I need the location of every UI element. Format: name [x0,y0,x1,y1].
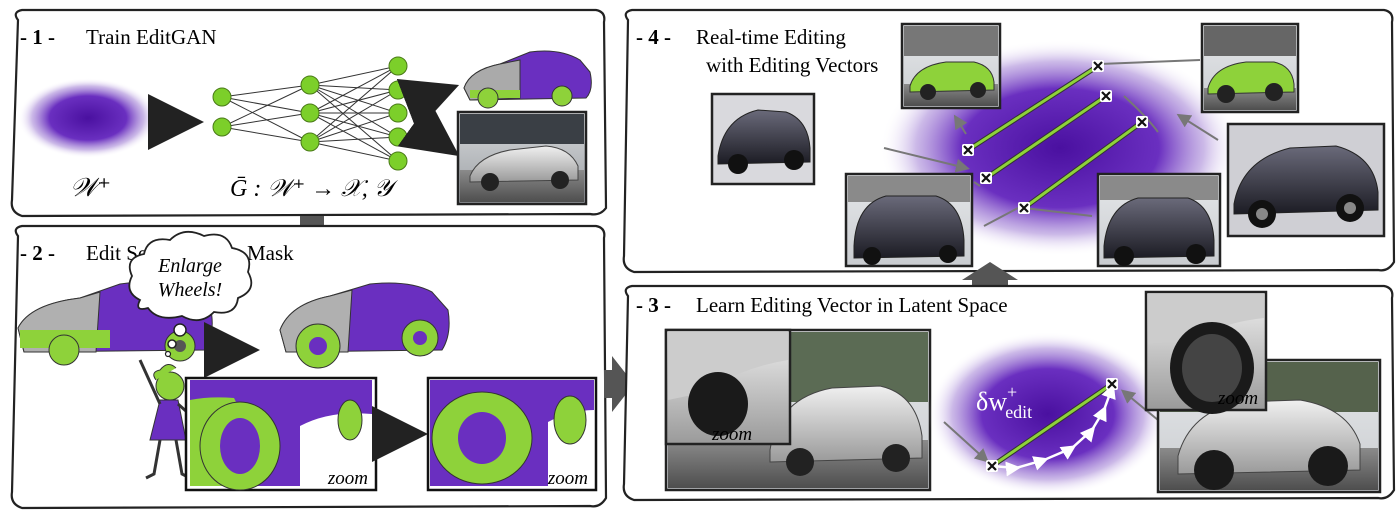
cross-marker-icon [1106,378,1118,390]
cloud-icon [128,230,253,358]
original-dark-suv-photo [844,172,974,268]
delta-w-label: δw+edit [976,382,1032,422]
zoom-original-mask: zoom [184,376,378,492]
network-node [300,75,320,95]
panel-edit-mask: - 2 - Edit Segmentation Mask Enlarge Whe… [10,224,608,510]
generated-car-photo [456,110,588,206]
network-node [300,132,320,152]
edited-silver-car-photo [1156,358,1382,494]
thought-text-line1: Enlarge [157,255,222,277]
panel-4-title-line1: Real-time Editing [696,25,846,49]
latent-space-label: 𝒲⁺ [70,173,111,202]
panel-1-title: Train EditGAN [86,25,216,49]
latent-space-blob [928,332,1168,496]
network-node [388,151,408,171]
cross-marker-icon [1100,90,1112,102]
zoom-label: zoom [327,468,368,489]
zoom-label: zoom [711,424,752,445]
original-dark-car-photo [710,92,816,186]
arrow-icon [397,100,460,157]
panel-realtime-editing: - 4 - Real-time Editing with Editing Vec… [622,8,1396,274]
cross-marker-icon [962,144,974,156]
panel-1-number: - 1 - [20,25,55,49]
zoom-label: zoom [1217,388,1258,409]
thought-text-line2: Wheels! [158,279,222,301]
network-node [212,117,232,137]
zoom-inset-original: zoom [664,328,792,446]
network-node [300,103,320,123]
zoom-edited-mask: zoom [426,376,598,492]
person-icon [138,359,197,480]
network-node [388,80,408,100]
original-dark-suv-photo [1096,172,1222,268]
latent-space-blob [18,78,158,158]
arrow-icon [1176,113,1219,141]
edited-mask-car [279,282,450,369]
original-dark-car-photo [1226,122,1386,238]
network-node [212,87,232,107]
arrow-icon [883,147,970,173]
zoom-label: zoom [547,468,588,489]
panel-4-title-line2: with Editing Vectors [706,53,878,77]
cross-marker-icon [980,172,992,184]
arrow-icon [1120,389,1159,421]
zoom-inset-edited: zoom [1144,290,1268,414]
network-node [388,56,408,76]
cross-markers [986,378,1118,472]
panel-3-number: - 3 - [636,293,671,317]
cross-marker-icon [1092,60,1104,72]
editing-vectors [966,63,1144,211]
cross-marker-icon [1018,202,1030,214]
generator-label: Ḡ : 𝒲⁺ → 𝒳, 𝒴 [230,176,399,202]
panel-2-number: - 2 - [20,241,55,265]
panel-train: - 1 - Train EditGAN 𝒲⁺ Ḡ : 𝒲⁺ → 𝒳, 𝒴 [10,8,608,218]
edited-green-car-photo [1200,22,1300,114]
panel-learn-vector: - 3 - Learn Editing Vector in Latent Spa… [622,284,1396,502]
optimization-path [991,383,1116,477]
cross-marker-icon [986,460,998,472]
flow-arrow-icon [604,356,634,412]
edited-green-car-photo [900,22,1002,110]
cross-marker-icon [1136,116,1148,128]
network-node [388,127,408,147]
segmentation-output-car [463,50,592,109]
network-node [388,103,408,123]
cross-markers [962,60,1148,214]
panel-4-number: - 4 - [636,25,671,49]
panel-3-title: Learn Editing Vector in Latent Space [696,293,1008,317]
arrow-icon [396,78,460,132]
flow-arrow-icon [962,262,1018,290]
arrow-icon [953,114,968,135]
arrow-icon [943,421,989,463]
